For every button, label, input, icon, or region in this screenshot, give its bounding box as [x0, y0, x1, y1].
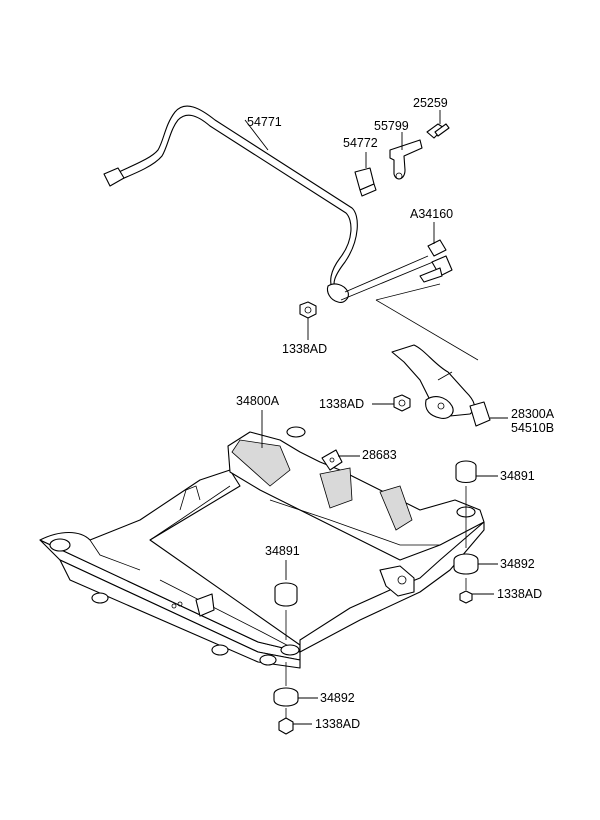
- bolt-25259: [426, 123, 450, 139]
- label-34892-bottom: 34892: [320, 691, 355, 705]
- label-54772: 54772: [343, 136, 378, 150]
- crossmember: [39, 426, 485, 669]
- label-28683: 28683: [362, 448, 397, 462]
- label-54771: 54771: [247, 115, 282, 129]
- nut-1338ad-right: [459, 590, 473, 604]
- connector-lines: [375, 283, 479, 361]
- nut-1338ad-top: [299, 301, 317, 319]
- label-28300A: 28300A: [511, 407, 555, 421]
- label-34891-center: 34891: [265, 544, 300, 558]
- label-1338AD-bottom: 1338AD: [315, 717, 360, 731]
- label-1338AD-mid: 1338AD: [319, 397, 364, 411]
- nut-1338ad-mid: [393, 394, 411, 412]
- lower-arm: [391, 344, 491, 427]
- nut-1338ad-bottom: [278, 717, 294, 735]
- insulator-34891-center: [274, 582, 298, 640]
- label-1338AD-top: 1338AD: [282, 342, 327, 356]
- label-1338AD-right: 1338AD: [497, 587, 542, 601]
- insulator-34892-bottom: [273, 662, 299, 718]
- stabilizer-bar: [103, 105, 358, 303]
- insulator-34892-right: [453, 486, 479, 590]
- insulator-34891-right: [455, 460, 477, 484]
- label-A34160: A34160: [410, 207, 453, 221]
- label-25259: 25259: [413, 96, 448, 110]
- bushing-54772: [354, 167, 377, 197]
- label-34891-right: 34891: [500, 469, 535, 483]
- stabilizer-link: [340, 239, 453, 301]
- label-55799: 55799: [374, 119, 409, 133]
- bracket-28683: [321, 449, 343, 471]
- leader-lines: [244, 110, 508, 725]
- label-34892-right: 34892: [500, 557, 535, 571]
- bracket-55799: [389, 139, 423, 180]
- label-54510B: 54510B: [511, 421, 554, 435]
- label-34800A: 34800A: [236, 394, 280, 408]
